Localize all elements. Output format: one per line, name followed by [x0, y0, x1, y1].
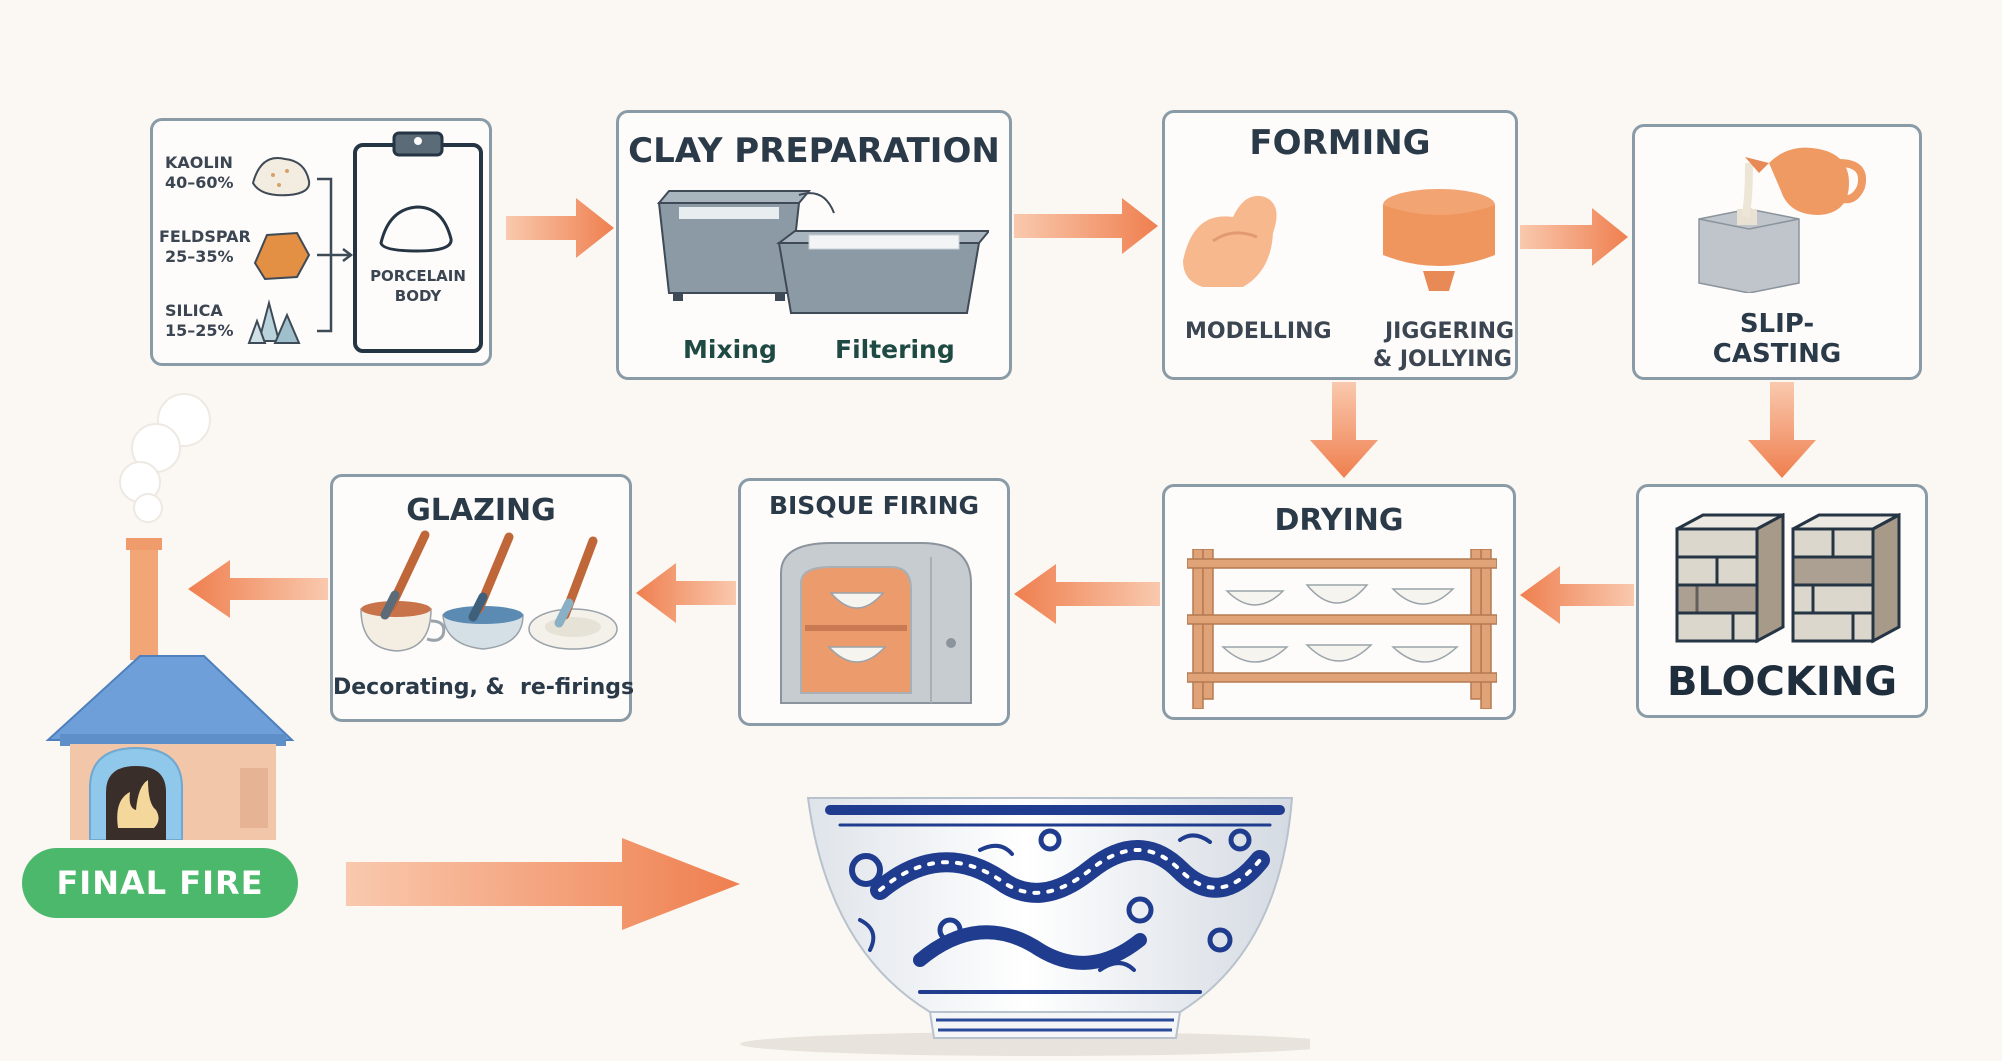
clay-preparation-box: CLAY PREPARATION Mixing Filtering [616, 110, 1012, 380]
filtering-label: Filtering [835, 335, 955, 364]
mixing-label: Mixing [683, 335, 777, 364]
slip-casting-title-2: CASTING [1712, 339, 1842, 369]
jiggering-label-1: JIGGERING [1385, 319, 1515, 344]
arrow-clay-to-forming [1014, 198, 1158, 254]
slip-casting-icon [1698, 147, 1866, 293]
arrow-glazing-to-kiln [188, 560, 328, 618]
jiggering-label-2: & JOLLYING [1373, 347, 1512, 372]
arrow-drying-to-bisque [1014, 564, 1160, 624]
drying-title: DRYING [1274, 503, 1404, 538]
arrow-forming-to-drying [1310, 382, 1378, 478]
bisque-firing-title: BISQUE FIRING [768, 491, 980, 520]
blocking-title: BLOCKING [1666, 659, 1898, 705]
arrow-forming-to-slip [1520, 208, 1628, 266]
slip-casting-box: SLIP- CASTING [1632, 124, 1922, 380]
blocking-icon [1675, 513, 1901, 644]
bisque-firing-box: BISQUE FIRING [738, 478, 1010, 726]
blocking-box: BLOCKING [1636, 484, 1928, 718]
kaolin-label: KAOLIN [165, 153, 233, 172]
feldspar-label: FELDSPAR [159, 227, 251, 246]
drying-rack-icon [1187, 549, 1497, 709]
raw-materials-box: KAOLIN 40–60% FELDSPAR 25–35% SILICA 15–… [150, 118, 492, 366]
silica-percent: 15–25% [165, 321, 234, 340]
arrow-slip-to-blocking [1748, 382, 1816, 478]
jiggering-mold-icon [1383, 189, 1495, 291]
forming-box: FORMING MODELLING JIGGERING & JOLLYING [1162, 110, 1518, 380]
final-fire-badge: FINAL FIRE [22, 848, 298, 918]
modelling-hands-icon [1183, 195, 1277, 287]
clay-preparation-title: CLAY PREPARATION [628, 131, 1000, 171]
porcelain-body-label-2: BODY [394, 287, 442, 305]
porcelain-body-label-1: PORCELAIN [370, 267, 466, 285]
arrow-materials-to-clay [506, 198, 614, 258]
arrow-final-to-bowl [346, 838, 740, 930]
arrow-blocking-to-drying [1520, 566, 1634, 624]
final-kiln-icon [45, 393, 295, 840]
blue-white-porcelain-bowl-icon [740, 797, 1310, 1056]
kaolin-percent: 40–60% [165, 173, 234, 192]
feldspar-percent: 25–35% [165, 247, 234, 266]
silica-label: SILICA [165, 301, 223, 320]
arrow-bisque-to-glazing [636, 563, 736, 623]
bisque-kiln-icon [780, 542, 972, 704]
raw-materials-illustration [247, 131, 483, 353]
slip-casting-title-1: SLIP- [1739, 309, 1815, 339]
drying-box: DRYING [1162, 484, 1516, 720]
modelling-label: MODELLING [1185, 319, 1332, 344]
mixing-tubs-icon [656, 190, 989, 314]
forming-title: FORMING [1249, 123, 1431, 163]
glazing-title: GLAZING [406, 493, 556, 528]
glazing-caption: Decorating, & re-firings [333, 675, 635, 700]
glazing-box: GLAZING Decorating, & re-firings [330, 474, 635, 722]
glazing-brushes-icon [360, 530, 618, 652]
